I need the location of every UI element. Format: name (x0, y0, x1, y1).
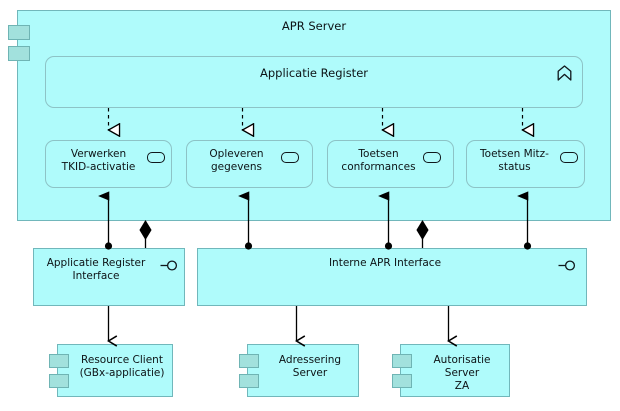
component-tab-upper (392, 354, 412, 368)
application-service-icon (560, 152, 578, 163)
component-autorisatie-server-za[interactable]: Autorisatie Server ZA (392, 344, 510, 397)
component-resource-client[interactable]: Resource Client (GBx-applicatie) (49, 344, 173, 397)
composition-diamond-apr-register-interface (139, 220, 152, 240)
application-interface-icon (558, 260, 576, 271)
serving-connectors (109, 306, 449, 341)
component-resource-client-label: Resource Client (GBx-applicatie) (79, 354, 165, 379)
component-adressering-server[interactable]: Adressering Server (239, 344, 359, 397)
interface-applicatie-register[interactable]: Applicatie Register Interface (33, 248, 185, 306)
component-tab-upper (8, 25, 30, 40)
component-tab-upper (49, 354, 69, 368)
component-icon (8, 25, 30, 61)
component-tab-lower (239, 374, 259, 388)
component-tab-lower (49, 374, 69, 388)
applicatie-register-function[interactable]: Applicatie Register (45, 56, 583, 108)
component-tab-lower (392, 374, 412, 388)
service-toetsen-conformances[interactable]: Toetsen conformances (327, 140, 454, 188)
composition-diamond-interne-apr-interface (416, 220, 429, 240)
service-verwerken-tkid-activatie[interactable]: Verwerken TKID-activatie (45, 140, 172, 188)
apr-server-component[interactable]: APR Server (8, 10, 611, 221)
composition-connectors (144, 221, 424, 248)
service-opleveren-gegevens[interactable]: Opleveren gegevens (186, 140, 313, 188)
component-tab-upper (239, 354, 259, 368)
interface-interne-apr[interactable]: Interne APR Interface (197, 248, 587, 306)
composition-diamonds (139, 220, 429, 240)
applicatie-register-label: Applicatie Register (259, 66, 368, 80)
component-tab-lower (8, 46, 30, 61)
application-function-icon (557, 65, 572, 81)
component-icon (49, 354, 69, 388)
application-interface-icon (160, 260, 178, 271)
application-service-icon (423, 152, 441, 163)
interface-interne-apr-label: Interne APR Interface (328, 257, 442, 269)
application-service-icon (147, 152, 165, 163)
application-service-icon (281, 152, 299, 163)
component-icon (392, 354, 412, 388)
component-icon (239, 354, 259, 388)
service-toetsen-mitz-status[interactable]: Toetsen Mitz- status (466, 140, 585, 188)
component-autorisatie-label: Autorisatie Server ZA (433, 354, 491, 392)
apr-server-label: APR Server (281, 19, 347, 33)
component-adressering-label: Adressering Server (278, 354, 342, 379)
